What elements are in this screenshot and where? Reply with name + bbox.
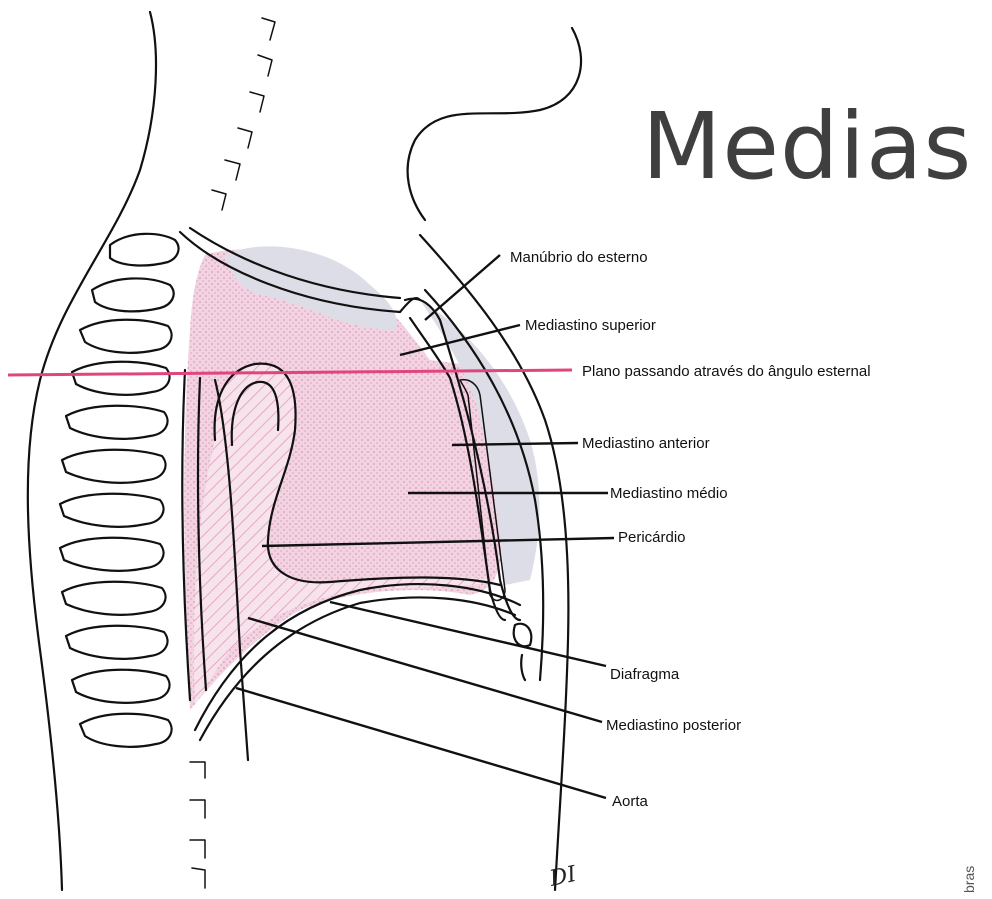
xiphoid: [514, 624, 532, 680]
label-pericardio: Pericárdio: [618, 529, 686, 546]
label-mediastino-anterior: Mediastino anterior: [582, 435, 710, 452]
corner-mark: DI: [547, 862, 580, 892]
label-diafragma: Diafragma: [610, 666, 680, 683]
label-manubrio: Manúbrio do esterno: [510, 249, 648, 266]
leader-diafragma: [330, 602, 606, 666]
slide-title: Medias: [642, 93, 972, 200]
label-plane: Plano passando através do ângulo esterna…: [582, 363, 871, 380]
label-aorta: Aorta: [612, 793, 649, 810]
cervical-marks: [212, 18, 275, 210]
label-mediastino-superior: Mediastino superior: [525, 317, 656, 334]
leader-aorta: [236, 688, 606, 798]
leader-manubrio: [425, 255, 500, 320]
side-credit-text: bras: [961, 866, 977, 893]
label-mediastino-posterior: Mediastino posterior: [606, 717, 741, 734]
vertebral-column: [60, 234, 179, 747]
label-mediastino-medio: Mediastino médio: [610, 485, 728, 502]
lumbar-marks: [190, 762, 205, 888]
neck-contour: [408, 28, 581, 220]
